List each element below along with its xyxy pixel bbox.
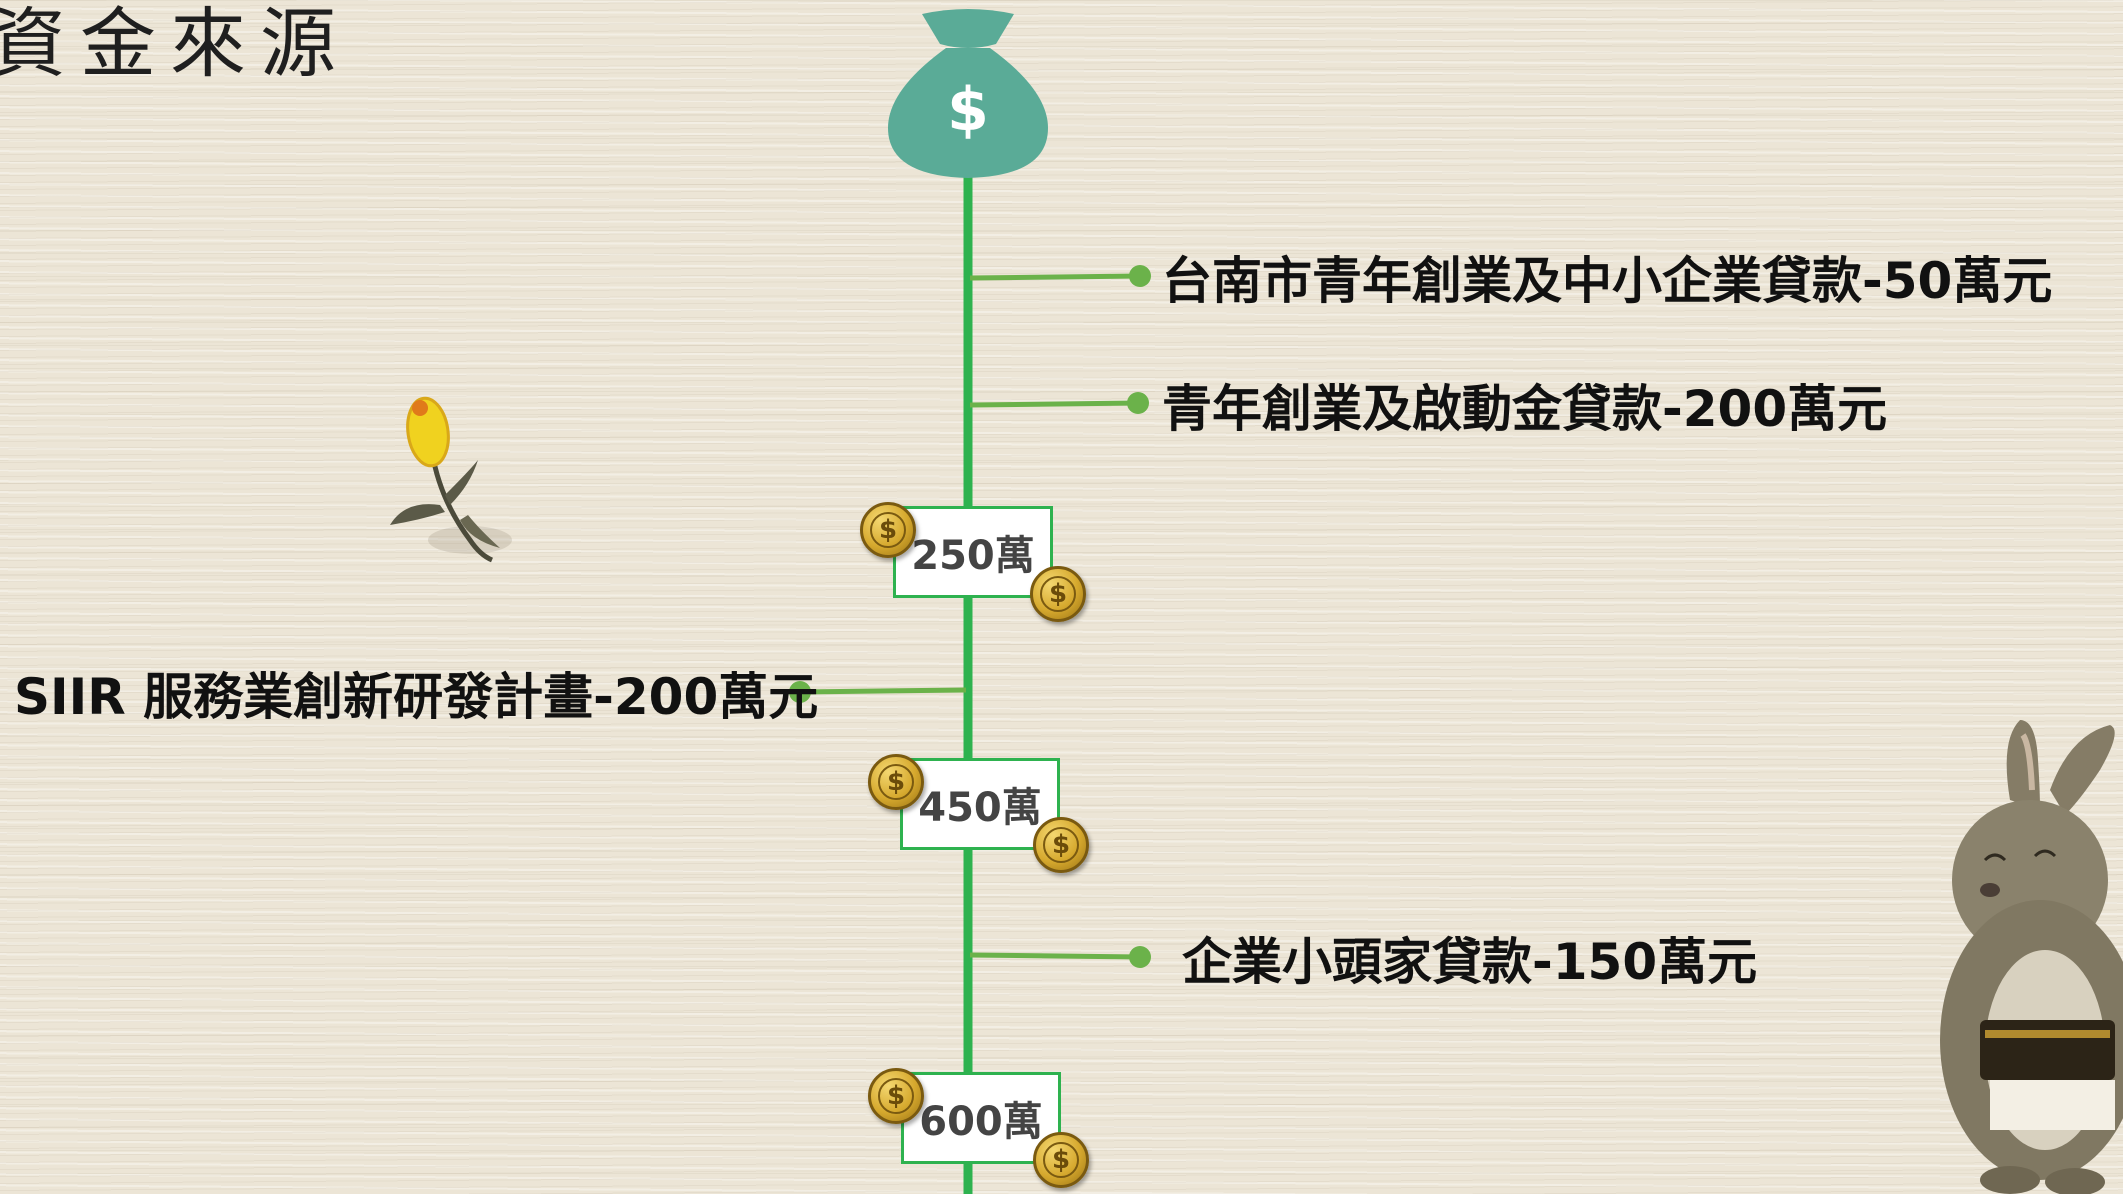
coin-symbol: $ <box>1043 1142 1079 1178</box>
connector-line <box>969 400 1139 408</box>
milestone-value: 600萬 <box>919 1099 1043 1145</box>
funding-source-label: 企業小頭家貸款-150萬元 <box>1182 933 1758 991</box>
coin-symbol: $ <box>1043 827 1079 863</box>
milestone-value: 450萬 <box>918 785 1042 831</box>
connector-dot <box>1129 946 1151 968</box>
rabbit-illustration <box>1940 720 2123 1194</box>
coin-icon: $ <box>860 502 916 558</box>
page-title: 資金來源 <box>0 0 350 88</box>
funding-source-label: SIIR 服務業創新研發計畫-200萬元 <box>14 668 819 726</box>
coin-icon: $ <box>1030 566 1086 622</box>
coin-icon: $ <box>1033 1132 1089 1188</box>
funding-source-label: 青年創業及啟動金貸款-200萬元 <box>1162 380 1888 438</box>
yellow-flower-icon <box>390 396 512 563</box>
coin-symbol: $ <box>878 764 914 800</box>
connector-line <box>969 273 1141 281</box>
milestone-value: 250萬 <box>911 533 1035 579</box>
connector-dot <box>1129 265 1151 287</box>
coin-icon: $ <box>1033 817 1089 873</box>
coin-icon: $ <box>868 754 924 810</box>
coin-icon: $ <box>868 1068 924 1124</box>
coin-symbol: $ <box>870 512 906 548</box>
connector-dot <box>789 681 811 703</box>
connector-line <box>799 687 967 695</box>
money-bag-icon: $ <box>888 9 1048 178</box>
dollar-sign: $ <box>947 75 989 145</box>
coin-symbol: $ <box>1040 576 1076 612</box>
connector-line <box>969 952 1141 960</box>
connector-dot <box>1127 392 1149 414</box>
funding-source-label: 台南市青年創業及中小企業貸款-50萬元 <box>1162 252 2053 310</box>
coin-symbol: $ <box>878 1078 914 1114</box>
milestone-box: 250萬 <box>893 506 1053 598</box>
milestone-box: 600萬 <box>901 1072 1061 1164</box>
